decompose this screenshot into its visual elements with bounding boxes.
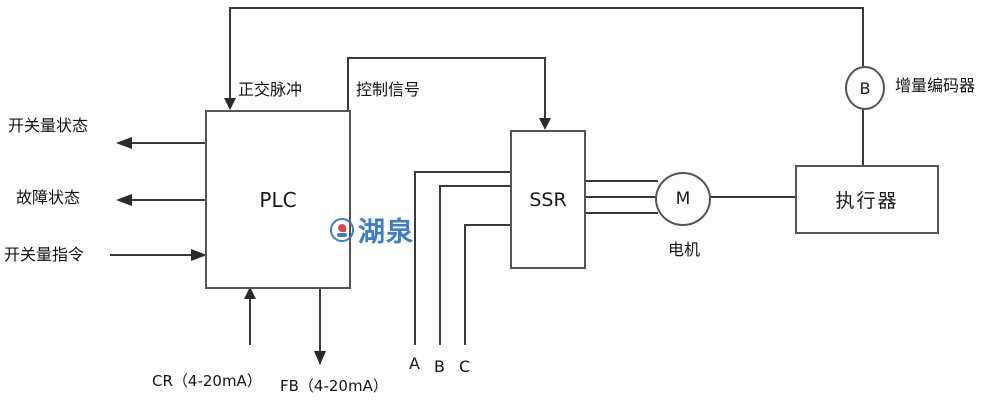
arrow-fb-output [314, 351, 326, 365]
wire-control-signal [347, 57, 546, 118]
plc-label: PLC [259, 187, 297, 212]
label-fault-status: 故障状态 [16, 188, 81, 207]
actuator-label: 执行器 [835, 190, 899, 212]
label-motor-caption: 电机 [668, 240, 701, 259]
encoder-label: B [859, 78, 871, 98]
label-phase-c: C [459, 357, 471, 376]
label-switch-status: 开关量状态 [8, 116, 89, 135]
node-plc: PLC [205, 110, 351, 289]
wire-phase-c [464, 224, 510, 345]
watermark: 湖泉 [330, 210, 414, 249]
arrow-into-ssr-top [539, 118, 551, 130]
label-fb-output: FB（4-20mA） [280, 377, 388, 395]
wire-phase-b [439, 185, 510, 345]
label-cr-input: CR（4-20mA） [152, 372, 262, 390]
node-motor: M [655, 172, 711, 226]
wire-phase-a [414, 171, 510, 345]
arrow-fault-status [116, 194, 132, 206]
wire-encoder-feedback [229, 7, 864, 98]
label-switch-command: 开关量指令 [4, 245, 85, 264]
ssr-label: SSR [529, 188, 567, 211]
node-actuator: 执行器 [795, 165, 939, 234]
node-encoder: B [845, 66, 885, 110]
label-quadrature-pulse: 正交脉冲 [238, 80, 303, 99]
arrow-switch-status [116, 137, 132, 149]
label-phase-a: A [409, 354, 420, 373]
label-control-signal: 控制信号 [356, 80, 421, 99]
label-phase-b: B [434, 357, 445, 376]
arrow-cr-input [244, 287, 256, 299]
arrow-switch-command [191, 249, 207, 261]
label-encoder-caption: 增量编码器 [895, 76, 976, 95]
node-ssr: SSR [510, 130, 586, 269]
watermark-text: 湖泉 [358, 217, 414, 248]
motor-label: M [675, 189, 691, 209]
watermark-logo-icon [330, 217, 354, 242]
arrow-into-plc-top [224, 98, 236, 110]
